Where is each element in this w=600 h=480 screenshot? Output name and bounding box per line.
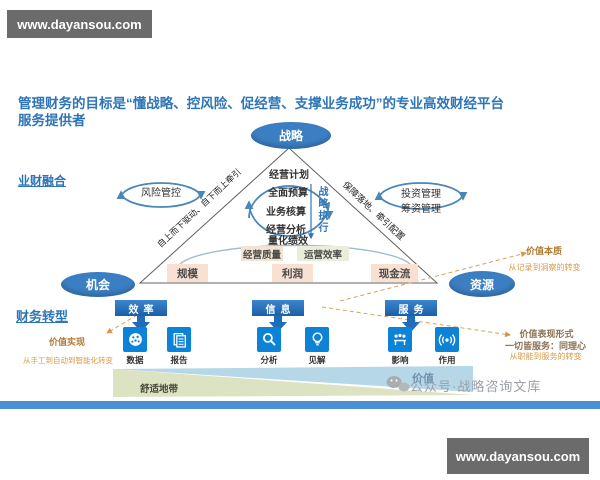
- insight-tile: [305, 327, 329, 352]
- bottom-site-url: www.dayansou.com: [455, 448, 581, 464]
- magnifier-icon: [262, 333, 276, 346]
- efficiency-box: 运营效率: [297, 246, 349, 261]
- risk-control-label: 风险管控: [141, 188, 181, 199]
- effect-label: 作用: [438, 355, 456, 365]
- financing-mgmt-label: 筹资管理: [401, 204, 441, 215]
- report-icon: [173, 333, 186, 348]
- broadcast-icon: [438, 333, 456, 346]
- cashflow-box: 现金流: [371, 264, 418, 282]
- wechat-icon: [386, 376, 410, 392]
- bottom-site-banner: www.dayansou.com: [447, 438, 589, 474]
- down-arrow-icon: [402, 316, 420, 332]
- title-line1: 管理财务的目标是“懂战略、控风险、促经营、支撑业务成功”的专业高效财经平台: [18, 96, 504, 111]
- report-tile: [167, 327, 191, 352]
- base-arc: [179, 244, 411, 265]
- value-essence-title: 价值本质: [525, 246, 562, 256]
- down-arrow-icon: [269, 316, 287, 332]
- efficiency-header-label: 效率: [128, 304, 159, 316]
- value-wedge-label: 价值: [412, 373, 434, 385]
- value-expression-title: 价值表现形式: [519, 329, 574, 339]
- data-label: 数据: [126, 355, 144, 365]
- value-expression-desc: 从职能到服务的转变: [509, 352, 582, 361]
- value-realization-title: 价值实现: [48, 337, 85, 347]
- influence-tile: [388, 327, 412, 352]
- middle-loop-bottom-arc: [244, 200, 330, 237]
- pyramid-item: 业务核算: [266, 207, 306, 218]
- value-expression-line2: 一切皆服务：同理心: [504, 341, 586, 351]
- data-tile: [123, 327, 147, 352]
- dashed-arrow-value-expression: [321, 306, 511, 338]
- comfort-zone-wedge: [113, 369, 473, 397]
- watermark-text: 公众号·战略咨询文库: [410, 379, 542, 394]
- section-integration-label: 业财融合: [18, 174, 67, 188]
- comfort-zone-label: 舒适地带: [140, 384, 179, 395]
- down-arrow-icon: [132, 316, 150, 332]
- page-title: 管理财务的目标是“懂战略、控风险、促经营、支撑业务成功”的专业高效财经平台 服务…: [18, 96, 563, 129]
- pyramid-item: 全面预算: [268, 188, 308, 199]
- bottom-divider-bar: [0, 401, 600, 409]
- service-header-label: 服务: [398, 304, 429, 316]
- meeting-icon: [394, 333, 406, 345]
- risk-loop-bottom-arc: [116, 190, 202, 208]
- section-transformation-label: 财务转型: [16, 309, 69, 324]
- triangle-outline: [138, 147, 439, 284]
- strategy-execution-label: 战略执行: [316, 186, 327, 234]
- pyramid-item: 经营分析: [266, 225, 306, 236]
- effect-tile: [435, 327, 459, 352]
- value-realization-desc: 从手工到自动到智能化转变: [23, 356, 113, 365]
- top-site-banner: www.dayansou.com: [7, 10, 152, 38]
- opportunity-oval: 机会: [61, 272, 135, 297]
- scale-box: 规模: [167, 264, 208, 282]
- quality-box: 经营质量: [241, 246, 283, 261]
- information-header-bar: 信息: [252, 300, 304, 316]
- insight-label: 见解: [308, 355, 326, 365]
- influence-label: 影响: [391, 355, 409, 365]
- dashed-arrow-value-realization: [106, 314, 138, 334]
- investment-mgmt-label: 投资管理: [401, 189, 441, 200]
- efficiency-header-bar: 效率: [115, 300, 167, 316]
- pyramid-item: 经营计划: [269, 170, 309, 181]
- analysis-tile: [257, 327, 281, 352]
- value-wedge: [113, 366, 473, 392]
- service-header-bar: 服务: [385, 300, 437, 316]
- analysis-label: 分析: [260, 355, 278, 365]
- title-line2: 服务提供者: [18, 112, 86, 128]
- pyramid-item: 量化绩效: [268, 236, 308, 247]
- value-essence-desc: 从记录到洞察的转变: [508, 263, 581, 272]
- top-site-url: www.dayansou.com: [17, 16, 142, 32]
- profit-box: 利润: [272, 264, 313, 282]
- report-label: 报告: [170, 355, 188, 365]
- invest-loop-bottom-arc: [374, 191, 464, 210]
- strategy-oval: 战略: [251, 122, 331, 149]
- data-ball-icon: [128, 333, 142, 346]
- information-header-label: 信息: [265, 304, 296, 316]
- resource-oval: 资源: [449, 271, 515, 297]
- lightbulb-icon: [312, 332, 322, 346]
